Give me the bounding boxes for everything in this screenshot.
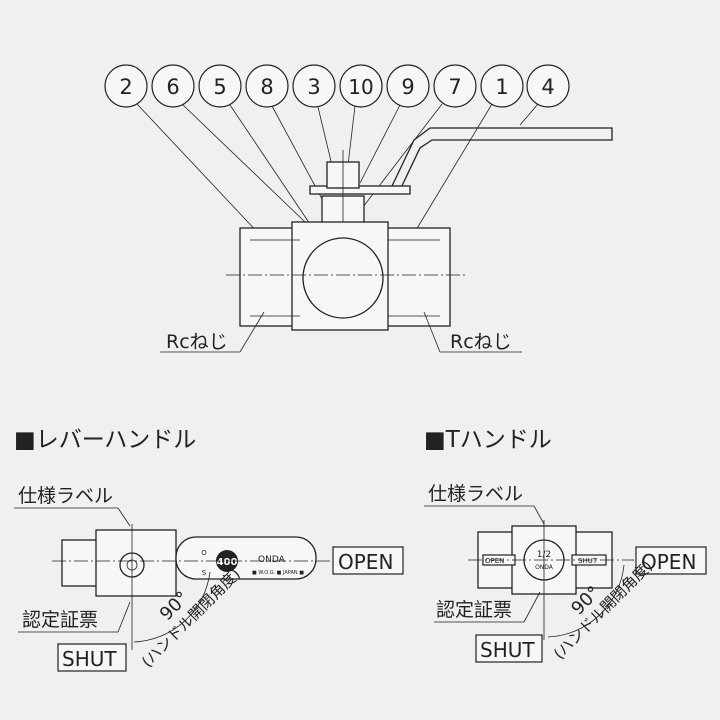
angle-arc <box>547 564 625 638</box>
valve-section <box>226 127 613 331</box>
svg-text:3: 3 <box>307 75 320 99</box>
svg-text:2: 2 <box>119 75 132 99</box>
balloon-9: 9 <box>386 64 430 108</box>
t-title: ■Tハンドル <box>424 427 552 453</box>
svg-text:6: 6 <box>166 75 179 99</box>
part-balloons: 2 6 5 8 3 10 9 7 1 4 <box>104 64 570 108</box>
svg-text:■ W.O.G. ■ JAPAN ■: ■ W.O.G. ■ JAPAN ■ <box>252 570 304 576</box>
balloon-2: 2 <box>104 64 148 108</box>
lever-handle <box>391 127 613 191</box>
balloon-8: 8 <box>245 64 289 108</box>
lever-title: ■レバーハンドル <box>14 427 196 453</box>
svg-text:1: 1 <box>495 75 508 99</box>
svg-text:400: 400 <box>217 557 238 568</box>
balloon-10: 10 <box>339 64 383 108</box>
svg-text:9: 9 <box>401 75 414 99</box>
balloon-4: 4 <box>526 64 570 108</box>
t-open-label: OPEN <box>641 550 696 574</box>
balloon-6: 6 <box>151 64 195 108</box>
svg-text:5: 5 <box>213 75 226 99</box>
balloon-1: 1 <box>480 64 524 108</box>
svg-text:OPEN: OPEN <box>485 557 504 565</box>
thread-label-left: Rcねじ <box>166 331 228 353</box>
thread-label-right: Rcねじ <box>450 331 512 353</box>
balloon-7: 7 <box>433 64 477 108</box>
svg-text:4: 4 <box>541 75 554 99</box>
svg-text:ONDA: ONDA <box>535 564 554 571</box>
t-cert-label: 認定証票 <box>436 599 512 621</box>
balloon-3: 3 <box>292 64 336 108</box>
balloon-5: 5 <box>198 64 242 108</box>
lever-cert-label: 認定証票 <box>22 609 98 631</box>
svg-text:O: O <box>201 549 207 557</box>
brand-mark: ONDA <box>258 555 286 565</box>
angle-arc <box>133 571 211 643</box>
svg-text:8: 8 <box>260 75 273 99</box>
svg-text:10: 10 <box>348 75 373 99</box>
t-handle-view: ■Tハンドル 仕様ラベル 1/2 ONDA OPEN SHUT OPEN 認定証… <box>424 427 707 663</box>
svg-text:7: 7 <box>448 75 461 99</box>
svg-text:S: S <box>202 569 207 577</box>
lever-grip <box>175 536 317 580</box>
lever-shut-label: SHUT <box>62 647 117 671</box>
svg-text:SHUT: SHUT <box>578 557 598 565</box>
size-badge <box>216 550 238 572</box>
lever-open-label: OPEN <box>338 550 393 574</box>
t-shut-label: SHUT <box>480 638 535 662</box>
lever-handle-view: ■レバーハンドル 仕様ラベル 400 O S ONDA ■ W.O.G. ■ J… <box>14 427 404 672</box>
lever-spec-label: 仕様ラベル <box>18 485 113 507</box>
t-spec-label: 仕様ラベル <box>428 483 523 505</box>
